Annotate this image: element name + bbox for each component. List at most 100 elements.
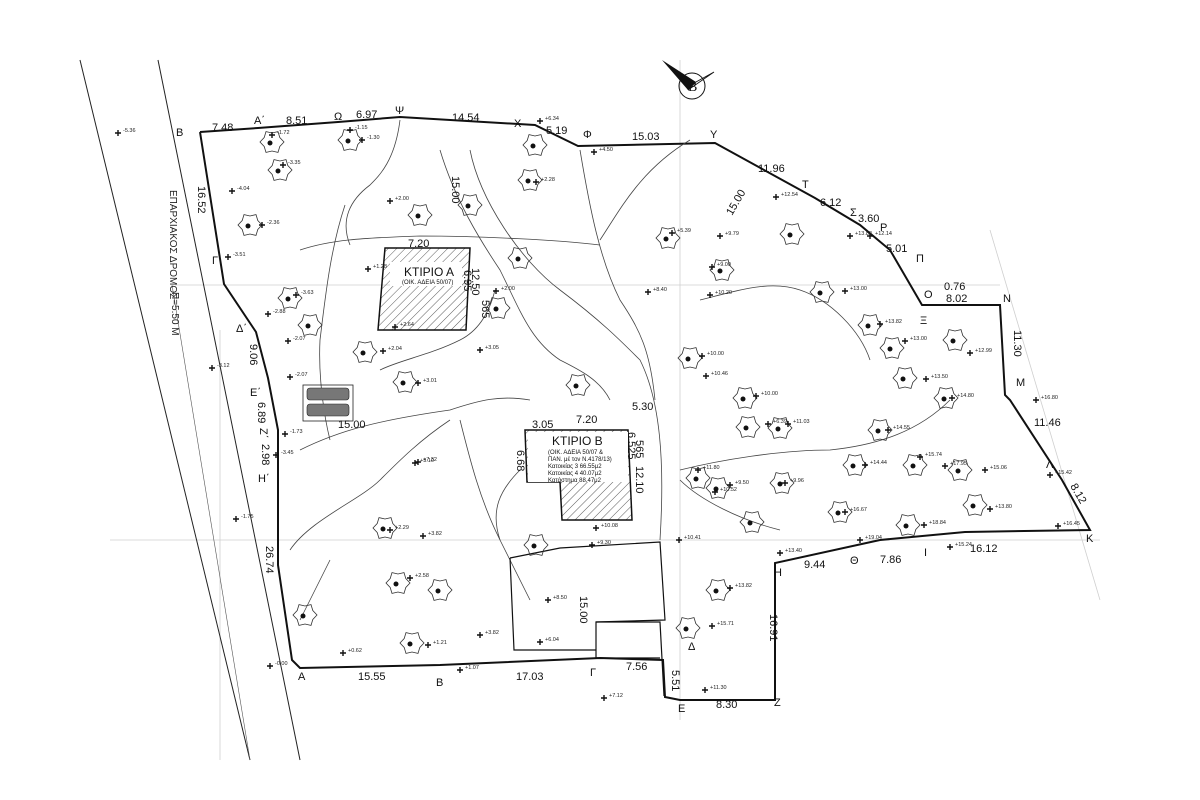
building-a[interactable]: ΚΤΙΡΙΟ Α (ΟΙΚ. ΑΔΕΙΑ 50/07) 7.20 12.50 6…	[377, 238, 491, 331]
elevation-value: +18.84	[929, 520, 946, 526]
elevation-mark: +6.04	[537, 637, 559, 645]
parking	[302, 384, 354, 422]
elevation-mark: +3.05	[477, 345, 499, 353]
elevation-mark: +12.99	[967, 348, 992, 356]
elevation-value: +14.80	[957, 393, 974, 399]
point-label: Η΄	[258, 473, 270, 485]
tree-icon	[427, 579, 453, 601]
point-label: Ζ΄	[257, 428, 269, 438]
internal-paths	[289, 119, 951, 621]
elevation-value: +2.64	[400, 322, 414, 328]
elevation-mark: +9.79	[717, 231, 739, 239]
elevation-mark: +13.80	[987, 504, 1012, 512]
building-a-dim-side3: 565	[479, 300, 491, 318]
elevation-mark: +3.82	[477, 630, 499, 638]
elevation-mark: +1.07	[457, 665, 479, 673]
tree-icon	[259, 131, 285, 153]
tree-icon	[399, 632, 425, 654]
elevation-mark: -1.72	[269, 130, 290, 138]
building-b-dim-left: 3.05	[532, 419, 553, 431]
dimension: 17.03	[516, 671, 544, 683]
point-label: Π	[916, 253, 924, 265]
tree-icon	[842, 454, 868, 476]
tree-icon	[507, 247, 533, 269]
elevation-value: +13.82	[885, 319, 902, 325]
elevation-value: -0.00	[275, 661, 288, 667]
elevation-value: +7.32	[423, 457, 437, 463]
svg-text:B: B	[688, 80, 697, 95]
elevation-mark: +10.41	[676, 535, 701, 543]
tree-icon	[709, 259, 735, 281]
tree-icon	[705, 579, 731, 601]
dimension: 0.76	[944, 281, 965, 293]
elevation-value: +3.01	[423, 378, 437, 384]
elevation-mark: -5.36	[115, 128, 136, 136]
building-b[interactable]: ΚΤΙΡΙΟ Β (ΟΙΚ. ΑΔΕΙΑ 50/07 & ΠΑΝ. μέ τον…	[514, 401, 653, 521]
elevation-mark: +9.00	[709, 262, 731, 270]
elevation-mark: +10.20	[707, 290, 732, 298]
elevation-value: +15.71	[717, 621, 734, 627]
point-label: Ν	[1003, 293, 1011, 305]
elevation-value: +3.82	[428, 531, 442, 537]
point-label: Ι	[924, 547, 927, 559]
elevation-mark: +16.80	[1033, 395, 1058, 403]
elevation-mark: +9.50	[727, 480, 749, 488]
point-label: Γ΄	[212, 255, 222, 267]
elevation-value: +3.10	[420, 458, 434, 464]
tree-icon	[827, 501, 853, 523]
tree-icon	[407, 204, 433, 226]
building-b-note-3: Κατοικίας 4 40.07μ2	[548, 471, 602, 477]
elevation-value: -1.75	[241, 514, 254, 520]
tree-icon	[372, 517, 398, 539]
dimension: 26.74	[263, 546, 275, 574]
elevation-value: +0.62	[348, 648, 362, 654]
building-b-dim-top: 7.20	[576, 414, 597, 426]
elevation-mark: +1.21	[425, 640, 447, 648]
elevation-value: +1.28	[373, 264, 387, 270]
elevation-value: +13.82	[735, 583, 752, 589]
elevation-value: +10.20	[715, 290, 732, 296]
elevation-mark: +13.40	[777, 548, 802, 556]
tree-icon	[385, 572, 411, 594]
elevation-value: +5.39	[677, 228, 691, 234]
dimension: 16.91	[767, 614, 779, 642]
elevation-mark: +8.50	[545, 595, 567, 603]
road-width-label: Π=5.50 Μ	[169, 292, 180, 336]
elevation-mark: +13.00	[842, 286, 867, 294]
point-label: Ψ	[395, 105, 404, 117]
building-b-note-4: Κατάστημα 88.47μ2	[548, 477, 602, 484]
tree-icon	[523, 534, 549, 556]
dimension: 8.51	[286, 115, 307, 127]
point-label: Ξ	[920, 315, 927, 327]
boundary-dimensions: 7.48 8.51 6.97 14.54 5.19 15.03 11.96 6.…	[195, 109, 1089, 711]
building-b-dim-left2: 6.68	[514, 450, 526, 471]
elevation-mark: +9.96	[782, 478, 804, 486]
dimension: 14.54	[452, 112, 480, 124]
point-label: Δ΄	[236, 323, 247, 335]
dimension: 16.12	[970, 543, 998, 555]
elevation-mark: -3.35	[280, 160, 301, 168]
tree-icon	[947, 459, 973, 481]
elevation-mark: +14.55	[885, 425, 910, 433]
tree-icon	[933, 387, 959, 409]
elevation-mark: +10.52	[712, 487, 737, 495]
elevation-value: -3.63	[301, 290, 314, 296]
point-label: Φ	[583, 129, 592, 141]
building-a-footprint	[377, 247, 471, 331]
elevation-mark: +14.44	[862, 460, 887, 468]
elevation-value: +13.40	[785, 548, 802, 554]
elevation-value: +15.06	[990, 465, 1007, 471]
elevation-value: -3.45	[281, 450, 294, 456]
tree-icon	[879, 337, 905, 359]
elevation-mark: +13.50	[923, 374, 948, 382]
point-label: B	[176, 127, 183, 139]
building-a-note: (ΟΙΚ. ΑΔΕΙΑ 50/07)	[402, 280, 453, 286]
elevation-value: +15.24	[955, 542, 972, 548]
elevation-value: +17.95	[950, 461, 967, 467]
elevation-mark: -2.07	[287, 372, 308, 380]
tree-icon	[675, 617, 701, 639]
elevation-mark: -3.12	[209, 363, 230, 371]
car-icon	[306, 387, 350, 401]
elevation-mark: +3.10	[412, 458, 434, 466]
dimension: 7.48	[212, 122, 233, 134]
